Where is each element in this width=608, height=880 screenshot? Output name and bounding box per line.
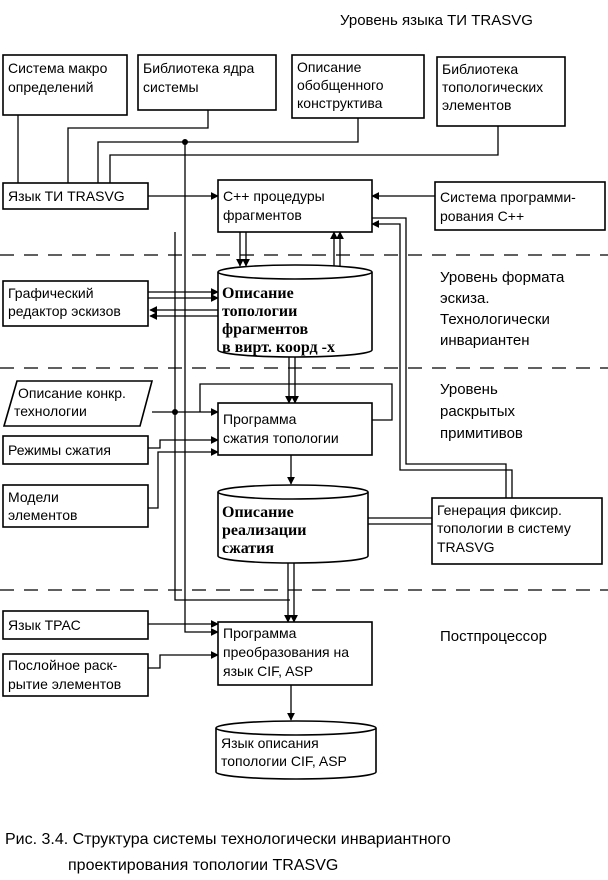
box-cpp-proc-line: С++ процедуры <box>223 188 325 204</box>
box-cpp-proc-line: фрагментов <box>223 207 302 223</box>
level-sketch-line: Технологически <box>440 311 550 328</box>
box-corelib: Библиотека ядра системы <box>137 54 277 111</box>
box-cpp-proc: С++ процедуры фрагментов <box>217 179 373 233</box>
db-compression-line: реализации <box>222 522 306 539</box>
level-separators <box>0 254 608 591</box>
box-layer-expand-line: Послойное раск- <box>8 657 118 673</box>
level-sketch-line: эскиза. <box>440 290 489 307</box>
connectors <box>17 110 513 721</box>
box-lang-trac-label: Язык ТРАС <box>8 617 81 633</box>
level-sketch-label: Уровень формата эскиза. Технологически и… <box>440 269 565 349</box>
level-postprocessor-label: Постпроцессор <box>440 628 547 645</box>
figure-caption-line1: Рис. 3.4. Структура системы технологичес… <box>5 831 451 848</box>
box-layer-expand-line: рытие элементов <box>8 676 121 692</box>
db-cif: Язык описания топологии CIF, ASP <box>215 720 377 780</box>
box-layer-expand: Послойное раск- рытие элементов <box>2 653 149 697</box>
box-elem-models-line: элементов <box>8 507 77 523</box>
connector-generic-lang <box>97 118 359 183</box>
box-convert-prog-line: Программа <box>223 625 297 641</box>
box-topolib-line: Библиотека <box>442 61 518 77</box>
level-primitives-line: Уровень <box>440 381 498 398</box>
trunk-generic-convert <box>184 142 219 636</box>
box-generic-line: конструктива <box>297 95 383 111</box>
connector-topolib-lang <box>109 126 499 183</box>
level-primitives-line: раскрытых <box>440 403 516 420</box>
box-generic-line: обобщенного <box>297 77 384 93</box>
box-convert-prog-line: язык CIF, ASP <box>223 663 313 679</box>
level-sketch-line: Уровень формата <box>440 269 565 286</box>
box-corelib-line: Библиотека ядра <box>143 60 255 76</box>
db-compression-line: Описание <box>222 504 294 521</box>
box-topolib-line: топологических <box>442 79 543 95</box>
box-compress-prog: Программа сжатия топологии <box>217 402 373 456</box>
box-compress-modes: Режимы сжатия <box>2 435 149 465</box>
box-tech-desc: Описание конкр. технологии <box>2 380 154 427</box>
box-topolib: Библиотека топологических элементов <box>436 56 566 127</box>
level-primitives-line: примитивов <box>440 425 523 442</box>
box-corelib-line: системы <box>143 79 199 95</box>
arrow-modes-compress <box>148 436 219 449</box>
box-elem-models: Модели элементов <box>2 484 149 528</box>
box-prog-sys-line: рования С++ <box>440 208 524 224</box>
connector-corelib-lang <box>67 110 209 183</box>
figure-caption-line2: проектирования топологии TRASVG <box>68 857 338 874</box>
db-cif-line: топологии CIF, ASP <box>221 753 347 769</box>
arrow-models-compress <box>148 448 219 509</box>
box-lang-ti: Язык ТИ TRASVG <box>2 182 149 210</box>
box-compress-modes-label: Режимы сжатия <box>8 442 111 458</box>
db-fragments-line: Описание <box>222 285 294 302</box>
box-graph-editor: Графический редактор эскизов <box>2 280 149 327</box>
box-graph-editor-line: редактор эскизов <box>8 303 121 319</box>
level-primitives-label: Уровень раскрытых примитивов <box>440 381 523 442</box>
db-fragments: Описание топологии фрагментов в вирт. ко… <box>217 264 373 358</box>
box-convert-prog: Программа преобразования на язык CIF, AS… <box>217 621 373 686</box>
box-gen-fixed-line: топологии в систему <box>437 520 571 536</box>
trunk-left-secondary <box>174 232 290 601</box>
db-fragments-line: фрагментов <box>222 321 308 338</box>
box-tech-desc-line: технологии <box>14 403 87 419</box>
box-generic-line: Описание <box>297 59 362 75</box>
box-prog-sys-line: Система программи- <box>440 189 576 205</box>
box-topolib-line: элементов <box>442 97 511 113</box>
box-prog-sys: Система программи- рования С++ <box>434 181 606 231</box>
connector-tech-loop <box>199 383 393 421</box>
box-graph-editor-line: Графический <box>8 285 94 301</box>
level-language-label: Уровень языка ТИ TRASVG <box>340 12 533 29</box>
box-lang-trac: Язык ТРАС <box>2 610 149 640</box>
level-sketch-line: инвариантен <box>440 332 529 349</box>
box-compress-prog-line: Программа <box>223 411 297 427</box>
box-macro-line: Система макро <box>8 60 108 76</box>
box-macro-line: определений <box>8 79 93 95</box>
db-compression-line: сжатия <box>222 540 274 557</box>
box-tech-desc-line: Описание конкр. <box>18 385 126 401</box>
arrow-gen-cpp-2 <box>372 217 507 498</box>
db-compression: Описание реализации сжатия <box>217 484 369 564</box>
box-macro: Система макро определений <box>2 54 128 116</box>
box-convert-prog-line: преобразования на <box>223 644 349 660</box>
box-gen-fixed-line: Генерация фиксир. <box>437 502 562 518</box>
db-fragments-line: в вирт. коорд -х <box>222 339 335 356</box>
box-lang-ti-label: Язык ТИ TRASVG <box>8 188 125 204</box>
db-cif-line: Язык описания <box>221 735 319 751</box>
box-gen-fixed-line: TRASVG <box>437 539 495 555</box>
box-elem-models-line: Модели <box>8 489 59 505</box>
box-generic: Описание обобщенного конструктива <box>291 54 425 119</box>
arrow-layer-convert <box>148 651 219 669</box>
arrow-gen-cpp-1 <box>371 220 513 498</box>
db-fragments-line: топологии <box>222 303 297 320</box>
box-gen-fixed: Генерация фиксир. топологии в систему TR… <box>431 497 603 565</box>
box-compress-prog-line: сжатия топологии <box>223 430 339 446</box>
